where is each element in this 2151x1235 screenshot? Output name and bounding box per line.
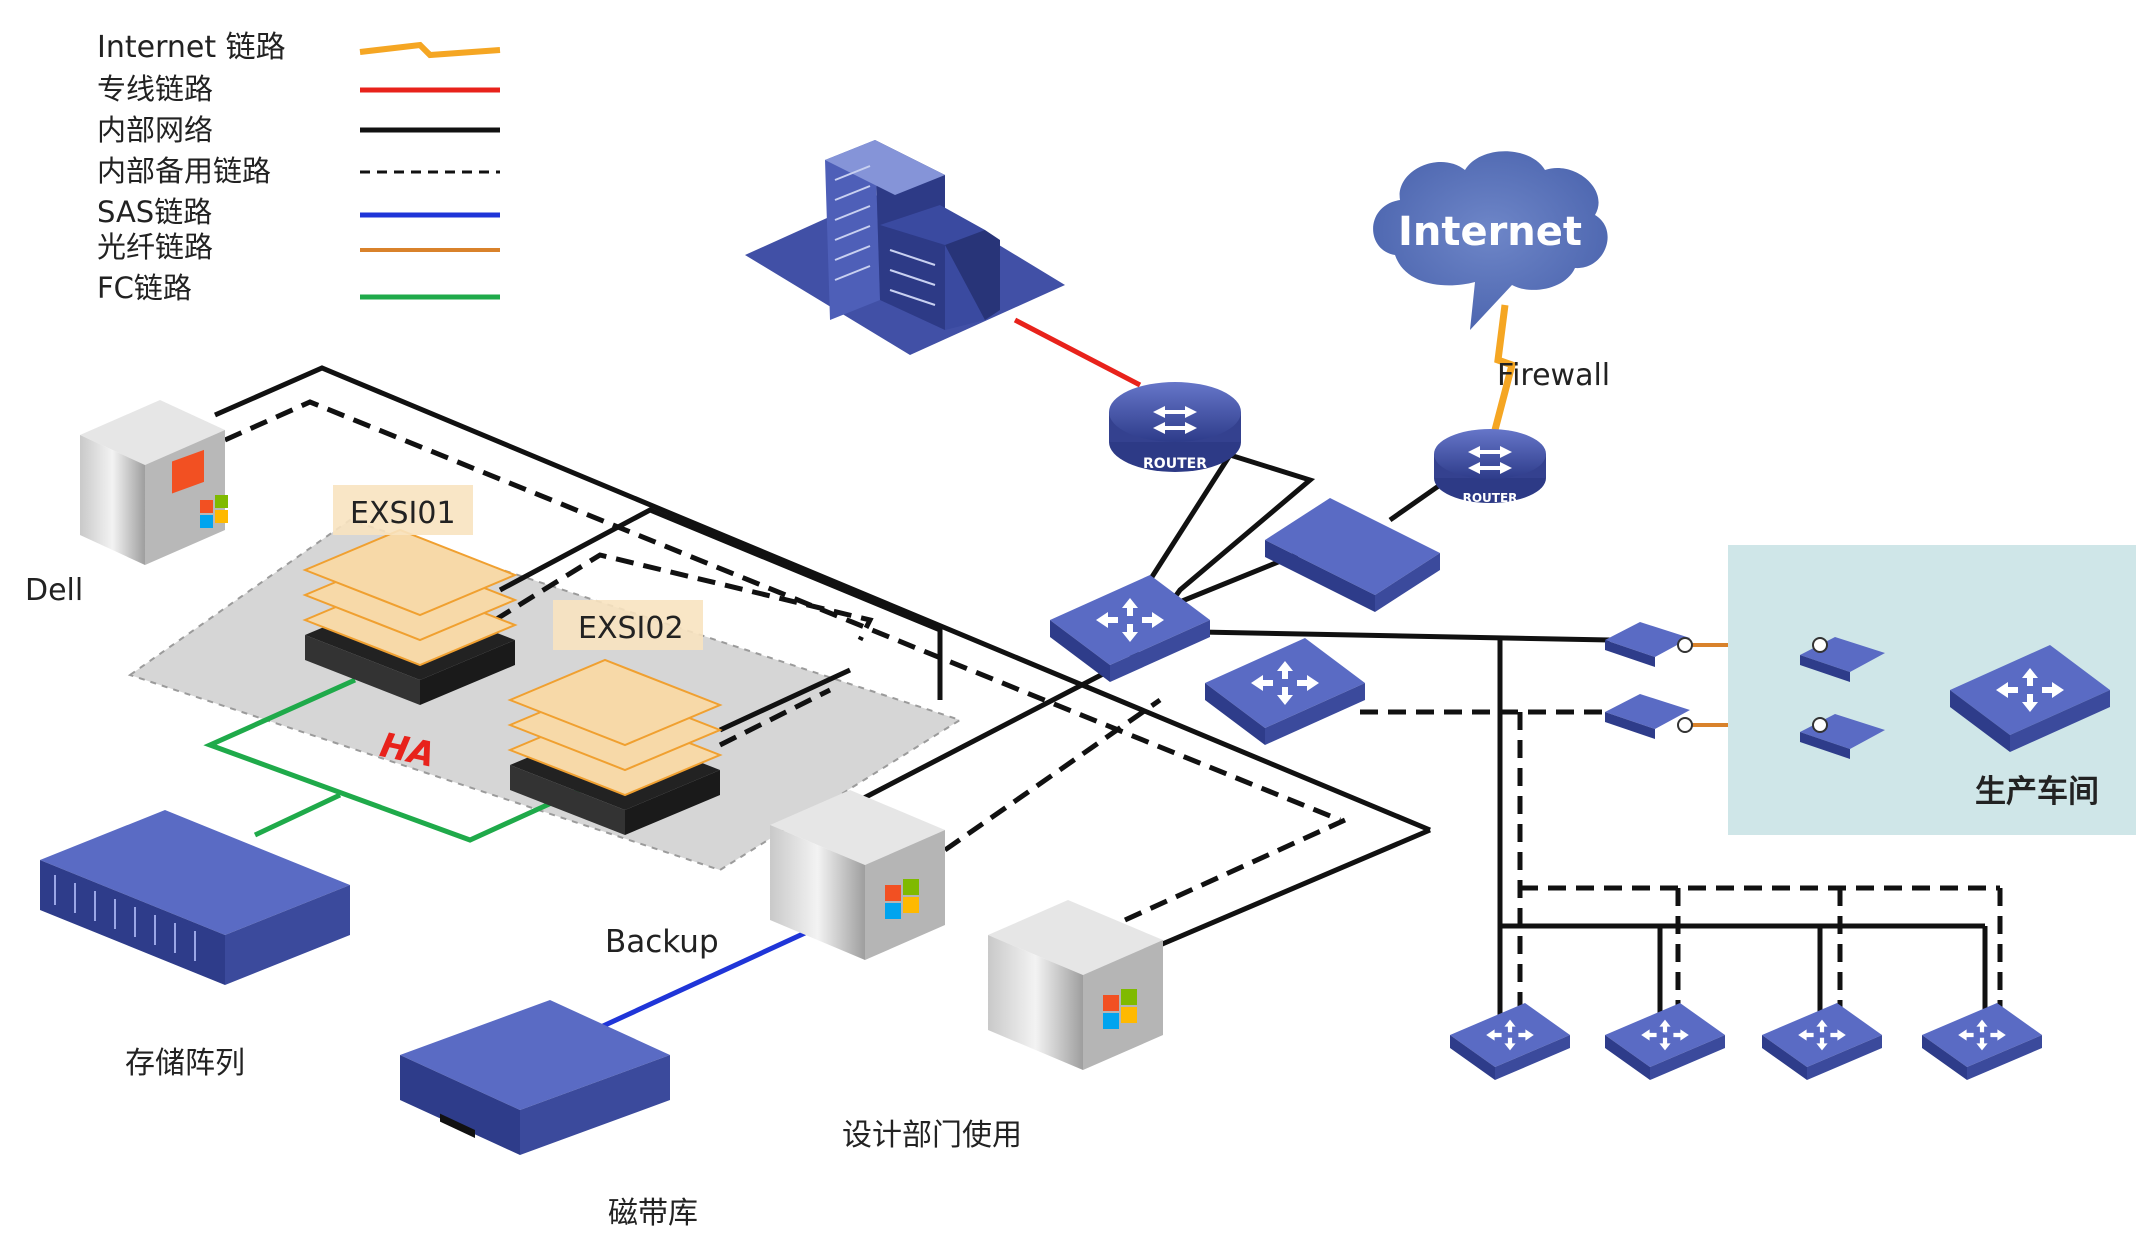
link-fc-ha bbox=[203, 677, 582, 843]
exsi01-label: EXSI01 bbox=[350, 496, 456, 531]
legend-label-sas: SAS链路 bbox=[97, 195, 212, 229]
transceiver-icon bbox=[1605, 694, 1693, 739]
link-building-router bbox=[1013, 317, 1142, 388]
tape-library-icon bbox=[400, 1000, 670, 1155]
dell-server-icon bbox=[80, 400, 228, 565]
windows-logo-icon bbox=[885, 879, 919, 919]
link-design2-core bbox=[1159, 827, 1431, 948]
exsi02-label: EXSI02 bbox=[578, 611, 684, 646]
link-core-workshop-top bbox=[1199, 629, 1611, 643]
design-server-2-icon bbox=[988, 900, 1163, 1070]
link-router2-fw bbox=[1388, 482, 1442, 523]
legend-label-fiber: 光纤链路 bbox=[97, 230, 213, 264]
access-switch-3 bbox=[1762, 1003, 1882, 1080]
link-design1-core bbox=[858, 657, 1132, 803]
workshop-switch bbox=[1950, 645, 2110, 752]
firewall-device-icon bbox=[1265, 498, 1440, 612]
tape-label: 磁带库 bbox=[608, 1196, 698, 1231]
core-switch-1 bbox=[1050, 575, 1210, 682]
link-exsi02-backup bbox=[718, 687, 832, 748]
transceiver-icon bbox=[1605, 622, 1693, 667]
router-2: ROUTER bbox=[1434, 429, 1546, 505]
storage-label: 存储阵列 bbox=[125, 1046, 245, 1081]
backup-label: Backup bbox=[605, 924, 719, 960]
router-1-badge: ROUTER bbox=[1143, 456, 1207, 472]
access-switch-2 bbox=[1605, 1003, 1725, 1080]
windows-logo-icon bbox=[200, 495, 228, 528]
access-switch-4 bbox=[1922, 1003, 2042, 1080]
firewall-label: Firewall bbox=[1497, 358, 1610, 393]
link-exsi02-internal bbox=[718, 667, 852, 733]
link-fc-storage bbox=[253, 792, 342, 838]
exsi01-host-icon bbox=[302, 528, 518, 705]
link-internet-firewall bbox=[1491, 304, 1517, 431]
link-router1-switch1 bbox=[1147, 453, 1233, 582]
workshop-label: 生产车间 bbox=[1975, 774, 2099, 810]
core-switch-2 bbox=[1205, 638, 1365, 745]
link-dell-backup bbox=[223, 399, 1341, 823]
link-design1-backup bbox=[943, 697, 1162, 853]
exsi02-host-icon bbox=[507, 658, 723, 835]
link-exsi01-backup bbox=[493, 552, 874, 642]
legend-line-internet bbox=[359, 41, 501, 59]
exsi02-label-bg bbox=[553, 600, 703, 650]
link-dell-core bbox=[213, 365, 1431, 833]
link-design2-backup bbox=[1123, 817, 1347, 923]
legend-label-internal-backup: 内部备用链路 bbox=[97, 154, 271, 188]
office-building-icon bbox=[745, 140, 1065, 355]
design-server-1-icon bbox=[770, 790, 945, 960]
access-switch-1 bbox=[1450, 1003, 1570, 1080]
exsi01-label-bg bbox=[333, 485, 473, 535]
link-sas-backup bbox=[588, 930, 807, 1035]
link-exsi01-internal bbox=[498, 507, 943, 700]
storage-array-icon bbox=[40, 810, 350, 985]
windows-logo-icon bbox=[1103, 989, 1137, 1029]
legend-label-internal: 内部网络 bbox=[97, 113, 213, 147]
fiber-transceivers bbox=[1605, 622, 1885, 759]
transceiver-icon bbox=[1800, 714, 1885, 759]
internet-cloud-icon: Internet bbox=[1373, 151, 1608, 330]
internet-cloud-label: Internet bbox=[1398, 209, 1582, 255]
legend-label-dedicated: 专线链路 bbox=[97, 72, 213, 106]
legend-label-internet: Internet 链路 bbox=[97, 30, 286, 65]
router-2-badge: ROUTER bbox=[1463, 491, 1518, 505]
legend-label-fc: FC链路 bbox=[97, 271, 192, 305]
design-label: 设计部门使用 bbox=[842, 1118, 1022, 1153]
router-1: ROUTER bbox=[1109, 382, 1241, 472]
legend: Internet 链路 专线链路 内部网络 内部备用链路 SAS链路 光纤链路 … bbox=[97, 30, 501, 305]
transceiver-icon bbox=[1800, 637, 1885, 682]
dell-label: Dell bbox=[25, 573, 83, 608]
